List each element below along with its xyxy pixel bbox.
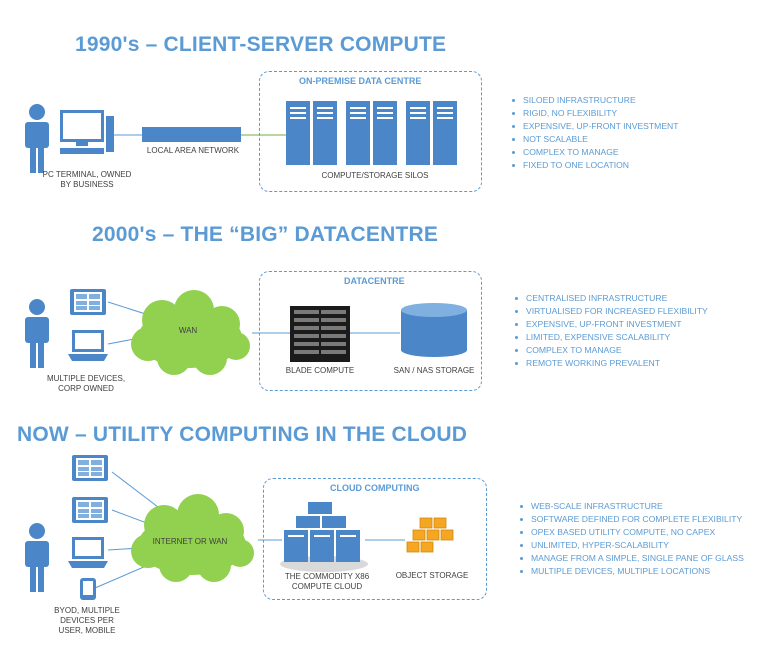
bullet-item: MULTIPLE DEVICES, MULTIPLE LOCATIONS	[518, 565, 744, 578]
wan-label: WAN	[178, 326, 198, 335]
storage-label: SAN / NAS STORAGE	[393, 366, 475, 375]
bullet-item: COMPLEX TO MANAGE	[513, 344, 708, 357]
person-icon	[25, 299, 49, 368]
tablet-icon	[72, 455, 108, 481]
datacentre-title: DATACENTRE	[344, 276, 405, 286]
server-silos-icon	[286, 101, 457, 165]
bullet-item: VIRTUALISED FOR INCREASED FLEXIBILITY	[513, 305, 708, 318]
cloud-computing-title: CLOUD COMPUTING	[330, 483, 420, 493]
bullet-item: SILOED INFRASTRUCTURE	[510, 94, 679, 107]
bullet-item: SOFTWARE DEFINED FOR COMPLETE FLEXIBILIT…	[518, 513, 744, 526]
pc-terminal-icon	[60, 110, 114, 154]
compute-cloud-label: THE COMMODITY x86 COMPUTE CLOUD	[284, 572, 370, 591]
tablet-icon	[70, 289, 106, 315]
bullet-item: COMPLEX TO MANAGE	[510, 146, 679, 159]
laptop-icon	[68, 537, 108, 568]
bullet-item: EXPENSIVE, UP-FRONT INVESTMENT	[510, 120, 679, 133]
lan-label: LOCAL AREA NETWORK	[146, 146, 240, 155]
bullet-item: EXPENSIVE, UP-FRONT INVESTMENT	[513, 318, 708, 331]
bullet-item: MANAGE FROM A SIMPLE, SINGLE PANE OF GLA…	[518, 552, 744, 565]
object-storage-label: OBJECT STORAGE	[395, 571, 469, 580]
tablet-icon	[72, 497, 108, 523]
bullet-item: UNLIMITED, HYPER-SCALABILITY	[518, 539, 744, 552]
section-1-bullets: SILOED INFRASTRUCTURE RIGID, NO FLEXIBIL…	[510, 94, 679, 171]
internet-label: INTERNET OR WAN	[152, 537, 228, 546]
silos-label: COMPUTE/STORAGE SILOS	[321, 171, 429, 180]
section-2-heading: 2000's – THE “BIG” DATACENTRE	[92, 223, 439, 246]
lan-bar	[142, 127, 241, 142]
section-1-heading: 1990's – CLIENT-SERVER COMPUTE	[75, 33, 447, 56]
storage-cylinder-icon	[401, 303, 467, 357]
section-3-heading: NOW – UTILITY COMPUTING IN THE CLOUD	[17, 423, 468, 446]
bullet-item: OPEX BASED UTILITY COMPUTE, NO CAPEX	[518, 526, 744, 539]
bullet-item: NOT SCALABLE	[510, 133, 679, 146]
datacentre-box	[259, 271, 482, 391]
compute-cluster-icon	[280, 502, 368, 572]
bullet-item: LIMITED, EXPENSIVE SCALABILITY	[513, 331, 708, 344]
on-premise-datacentre-box	[259, 71, 482, 192]
bullet-item: FIXED TO ONE LOCATION	[510, 159, 679, 172]
object-storage-icon	[406, 517, 454, 553]
on-premise-datacentre-title: ON-PREMISE DATA CENTRE	[299, 76, 422, 86]
cloud-computing-box	[263, 478, 487, 600]
section-3-bullets: WEB-SCALE INFRASTRUCTURE SOFTWARE DEFINE…	[518, 500, 744, 577]
internet-cloud-icon	[131, 494, 254, 582]
wan-cloud-icon	[131, 290, 250, 375]
bullet-item: REMOTE WORKING PREVALENT	[513, 357, 708, 370]
pc-terminal-label: PC TERMINAL, OWNED BY BUSINESS	[42, 170, 132, 189]
laptop-icon	[68, 330, 108, 361]
bullet-item: RIGID, NO FLEXIBILITY	[510, 107, 679, 120]
mobile-phone-icon	[80, 578, 96, 600]
section-2-bullets: CENTRALISED INFRASTRUCTURE VIRTUALISED F…	[513, 292, 708, 369]
bullet-item: CENTRALISED INFRASTRUCTURE	[513, 292, 708, 305]
bullet-item: WEB-SCALE INFRASTRUCTURE	[518, 500, 744, 513]
blade-compute-label: BLADE COMPUTE	[285, 366, 355, 375]
blade-compute-icon	[290, 306, 350, 362]
person-icon	[25, 523, 49, 592]
byod-label: BYOD, MULTIPLE DEVICES PER USER, MOBILE	[54, 606, 120, 635]
person-icon	[25, 104, 49, 173]
devices-label: MULTIPLE DEVICES, CORP OWNED	[46, 374, 126, 393]
